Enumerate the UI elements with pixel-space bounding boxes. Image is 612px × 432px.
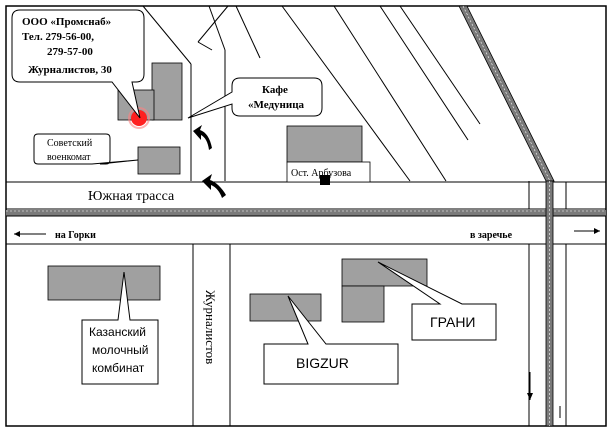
direction-left: на Горки (14, 230, 96, 241)
arrow-down-icon (527, 393, 533, 400)
grani-callout: ГРАНИ (377, 261, 497, 341)
company-phone-1: Тел. 279-56-00, (22, 31, 94, 43)
grani-label: ГРАНИ (430, 314, 476, 330)
main-road (6, 181, 606, 245)
arrow-left-icon (14, 231, 20, 237)
voenkomat-callout: Советский военкомат (33, 133, 139, 165)
lower-roads (192, 244, 231, 426)
main-road-label: Южная трасса (88, 189, 175, 204)
vertical-street-label: Журналистов (203, 290, 218, 364)
building-bigzur (249, 293, 322, 322)
railway-right (458, 5, 567, 427)
bigzur-callout: BIGZUR (263, 295, 399, 385)
kazan-line-1: Казанский (89, 325, 146, 339)
location-marker-icon (131, 110, 147, 126)
building-arbuzova (286, 125, 363, 163)
voenkomat-line-1: Советский (47, 138, 93, 149)
turn-arrow-icon (193, 125, 226, 198)
cafe-line-2: «Медуница (248, 99, 305, 111)
building-grani-bottom (341, 285, 385, 323)
bus-stop-marker (320, 175, 330, 185)
building-voenkomat (137, 146, 181, 175)
direction-left-label: на Горки (55, 230, 96, 241)
building-kazan (47, 265, 161, 301)
bus-stop-label: Ост. Арбузова (291, 168, 352, 179)
kazan-line-3: комбинат (92, 361, 145, 375)
direction-right-label: в заречье (470, 230, 513, 241)
voenkomat-line-2: военкомат (47, 152, 91, 163)
building-promsnab-tall (151, 62, 183, 121)
company-name: ООО «Промснаб» (22, 16, 111, 28)
cafe-callout: Кафе «Медуница (187, 77, 323, 119)
company-phone-2: 279-57-00 (47, 46, 93, 58)
company-callout: ООО «Промснаб» Тел. 279-56-00, 279-57-00… (11, 9, 145, 119)
kazan-callout: Казанский молочный комбинат (81, 271, 159, 385)
road-edges (142, 5, 481, 182)
direction-right: в заречье (470, 228, 600, 241)
bigzur-label: BIGZUR (296, 355, 349, 371)
kazan-line-2: молочный (92, 343, 148, 357)
cafe-line-1: Кафе (262, 84, 288, 96)
arrow-right-icon (594, 228, 600, 234)
company-address: Журналистов, 30 (28, 64, 112, 76)
